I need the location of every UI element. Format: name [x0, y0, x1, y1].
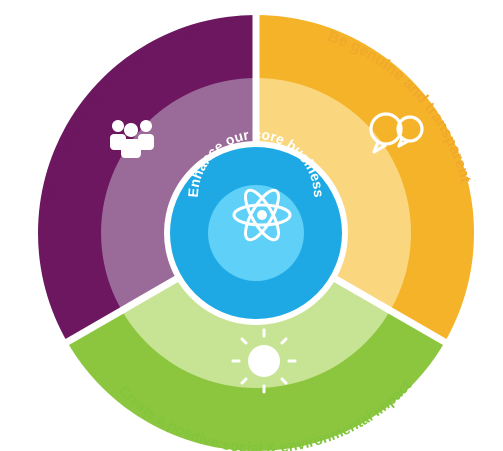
center-hub-inner: [208, 185, 304, 281]
atom-icon: [232, 188, 292, 242]
speech-bubbles-icon: [369, 112, 424, 154]
sun-icon: [231, 328, 297, 394]
people-group-icon: [110, 120, 154, 158]
